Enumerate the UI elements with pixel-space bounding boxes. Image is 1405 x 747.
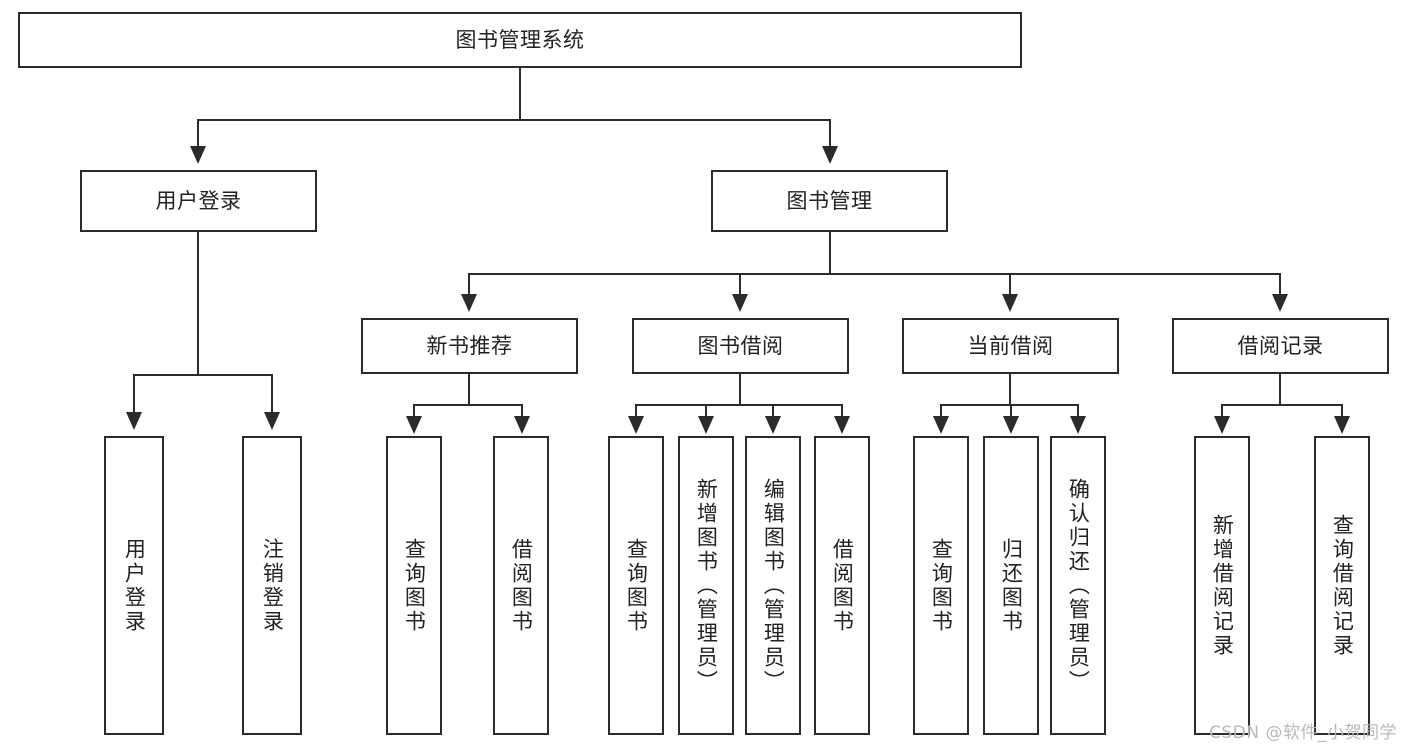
connector-root-to-user-login (197, 119, 199, 147)
node-current-borrow[interactable]: 当前借阅 (902, 318, 1119, 374)
arrow-book-mgmt-to-borrow (732, 294, 748, 312)
arrow-borrow-record-leaf-1 (1214, 416, 1230, 434)
arrow-user-login-leaf-2 (264, 412, 280, 430)
node-label: 新增借阅记录 (1210, 513, 1235, 658)
connector-book-mgmt-to-current (1009, 273, 1011, 295)
arrow-current-borrow-leaf-2 (1003, 416, 1019, 434)
node-leaf-confirm-return-admin[interactable]: 确认归还（管理员） (1050, 436, 1106, 735)
connector-book-borrow-stem (739, 374, 741, 406)
connector-user-login-leaf-2 (271, 374, 273, 414)
connector-current-borrow-bus (940, 404, 1079, 406)
node-book-management[interactable]: 图书管理 (711, 170, 948, 232)
node-leaf-edit-book-admin[interactable]: 编辑图书（管理员） (745, 436, 801, 735)
connector-borrow-record-leaf-1 (1221, 404, 1223, 418)
connector-new-book-stem (468, 374, 470, 406)
arrow-user-login-leaf-1 (126, 412, 142, 430)
node-leaf-add-book-admin[interactable]: 新增图书（管理员） (678, 436, 734, 735)
connector-new-book-bus (413, 404, 523, 406)
node-label: 借阅记录 (1237, 333, 1324, 358)
arrow-root-to-book-mgmt (822, 146, 838, 164)
node-borrow-record[interactable]: 借阅记录 (1172, 318, 1389, 374)
arrow-book-borrow-leaf-1 (628, 416, 644, 434)
node-leaf-search-book-recommend[interactable]: 查询图书 (386, 436, 442, 735)
arrow-book-mgmt-to-current (1002, 294, 1018, 312)
node-book-borrow[interactable]: 图书借阅 (632, 318, 849, 374)
node-label: 查询图书 (624, 537, 649, 634)
arrow-book-mgmt-to-record (1272, 294, 1288, 312)
node-label: 当前借阅 (967, 333, 1054, 358)
node-label: 用户登录 (155, 188, 242, 213)
connector-user-login-leaf-1 (133, 374, 135, 414)
connector-borrow-record-bus (1221, 404, 1342, 406)
node-user-login[interactable]: 用户登录 (80, 170, 317, 232)
node-label: 确认归还（管理员） (1066, 477, 1091, 694)
node-label: 查询图书 (929, 537, 954, 634)
connector-current-borrow-leaf-1 (940, 404, 942, 418)
watermark-text: CSDN @软件_小贺同学 (1209, 723, 1397, 743)
node-leaf-return-book[interactable]: 归还图书 (983, 436, 1039, 735)
node-root-system[interactable]: 图书管理系统 (18, 12, 1022, 68)
connector-current-borrow-stem (1009, 374, 1011, 406)
node-leaf-user-logout[interactable]: 注销登录 (242, 436, 302, 735)
node-label: 用户登录 (122, 537, 147, 634)
connector-new-book-leaf-2 (521, 404, 523, 418)
arrow-root-to-user-login (190, 146, 206, 164)
node-leaf-user-login[interactable]: 用户登录 (104, 436, 164, 735)
node-leaf-search-book-borrow[interactable]: 查询图书 (608, 436, 664, 735)
connector-book-borrow-leaf-4 (841, 404, 843, 418)
node-label: 图书管理 (786, 188, 873, 213)
arrow-book-borrow-leaf-3 (765, 416, 781, 434)
connector-user-login-bus (133, 374, 273, 376)
node-leaf-add-borrow-record[interactable]: 新增借阅记录 (1194, 436, 1250, 735)
connector-current-borrow-leaf-3 (1077, 404, 1079, 418)
node-label: 借阅图书 (830, 537, 855, 634)
node-label: 新书推荐 (426, 333, 513, 358)
arrow-new-book-leaf-2 (514, 416, 530, 434)
connector-borrow-record-leaf-2 (1341, 404, 1343, 418)
connector-root-stem (519, 68, 521, 120)
connector-book-borrow-bus (635, 404, 843, 406)
connector-book-mgmt-stem (829, 232, 831, 274)
connector-book-mgmt-to-borrow (739, 273, 741, 295)
connector-borrow-record-stem (1279, 374, 1281, 406)
connector-book-borrow-leaf-2 (705, 404, 707, 418)
node-leaf-search-borrow-record[interactable]: 查询借阅记录 (1314, 436, 1370, 735)
node-new-book-recommend[interactable]: 新书推荐 (361, 318, 578, 374)
connector-book-borrow-leaf-1 (635, 404, 637, 418)
node-label: 编辑图书（管理员） (761, 477, 786, 694)
arrow-current-borrow-leaf-1 (933, 416, 949, 434)
connector-root-bus (197, 119, 831, 121)
node-label: 查询借阅记录 (1330, 513, 1355, 658)
node-label: 注销登录 (260, 537, 285, 634)
node-label: 查询图书 (402, 537, 427, 634)
connector-book-mgmt-to-record (1279, 273, 1281, 295)
connector-user-login-stem (197, 232, 199, 375)
arrow-borrow-record-leaf-2 (1334, 416, 1350, 434)
node-label: 借阅图书 (509, 537, 534, 634)
connector-current-borrow-leaf-2 (1010, 404, 1012, 418)
arrow-book-mgmt-to-new-book (461, 294, 477, 312)
connector-root-to-book-mgmt (829, 119, 831, 147)
connector-book-mgmt-bus (468, 273, 1280, 275)
node-label: 图书管理系统 (455, 27, 585, 52)
connector-book-borrow-leaf-3 (772, 404, 774, 418)
arrow-book-borrow-leaf-2 (698, 416, 714, 434)
node-label: 新增图书（管理员） (694, 477, 719, 694)
node-label: 归还图书 (999, 537, 1024, 634)
arrow-book-borrow-leaf-4 (834, 416, 850, 434)
arrow-new-book-leaf-1 (406, 416, 422, 434)
node-label: 图书借阅 (697, 333, 784, 358)
arrow-current-borrow-leaf-3 (1070, 416, 1086, 434)
connector-book-mgmt-to-new-book (468, 273, 470, 295)
connector-new-book-leaf-1 (413, 404, 415, 418)
node-leaf-borrow-book[interactable]: 借阅图书 (814, 436, 870, 735)
node-leaf-borrow-book-recommend[interactable]: 借阅图书 (493, 436, 549, 735)
node-leaf-search-book-current[interactable]: 查询图书 (913, 436, 969, 735)
